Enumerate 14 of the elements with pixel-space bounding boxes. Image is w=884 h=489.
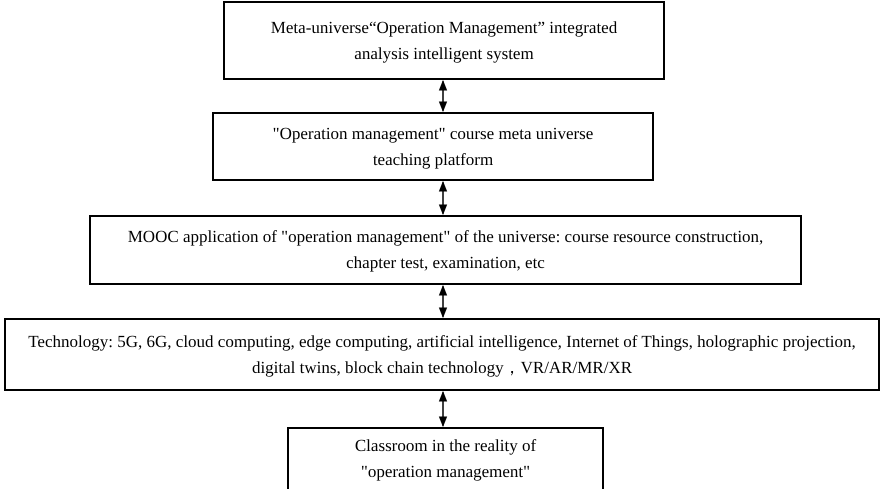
double-arrow xyxy=(438,80,448,112)
double-arrow xyxy=(438,390,448,428)
process-box xyxy=(89,215,802,285)
process-box xyxy=(4,318,880,391)
box-text: MOOC application of "operation management" of the universe: course resource construction, chapter test, examination, etc xyxy=(126,226,764,274)
process-box xyxy=(223,1,665,80)
process-box xyxy=(212,112,654,181)
box-text: "Operation management" course meta universe teaching platform xyxy=(272,122,594,171)
box-text: Technology: 5G, 6G, cloud computing, edge computing, artificial intelligence, Internet of Things, holographic projection, digital twins, block chain technology，VR/AR/MR/XR xyxy=(27,330,857,379)
process-box xyxy=(287,427,604,489)
double-arrow xyxy=(438,180,448,216)
box-text: Classroom in the reality of "operation management" xyxy=(354,435,538,483)
double-arrow xyxy=(438,284,448,318)
box-text: Meta-universe“Operation Management” integrated analysis intelligent system xyxy=(270,16,618,65)
